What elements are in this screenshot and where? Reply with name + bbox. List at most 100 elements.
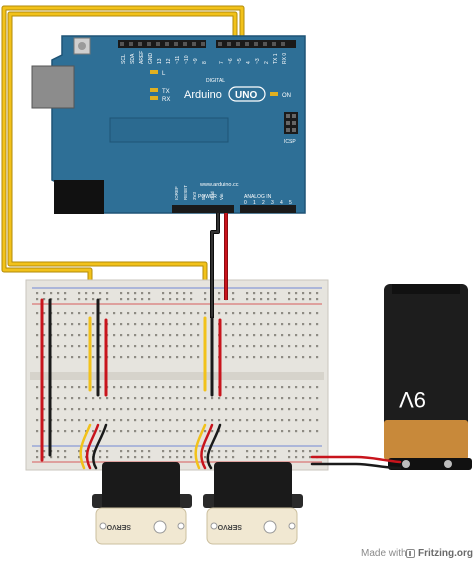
terminal-hole-476: [64, 356, 67, 359]
terminal-hole-169: [134, 386, 137, 389]
terminal-hole-380: [302, 334, 305, 337]
terminal-hole-500: [148, 356, 151, 359]
terminal-hole-312: [64, 334, 67, 337]
terminal-hole-437: [211, 419, 214, 422]
terminal-hole-325: [106, 408, 109, 411]
icsp-label: ICSP: [284, 139, 296, 145]
terminal-hole-339: [155, 408, 158, 411]
terminal-hole-441: [225, 419, 228, 422]
terminal-hole-430: [190, 345, 193, 348]
terminal-hole-201: [246, 386, 249, 389]
rail-hole-104: [316, 450, 319, 453]
terminal-hole-471: [43, 430, 46, 433]
rail-hole-96: [253, 450, 256, 453]
terminal-hole-373: [274, 408, 277, 411]
terminal-hole-392: [57, 345, 60, 348]
terminal-hole-421: [155, 419, 158, 422]
rail-hole-92: [218, 450, 221, 453]
power-pin-2: 3V3: [192, 191, 197, 200]
terminal-hole-172: [148, 312, 151, 315]
terminal-hole-431: [190, 419, 193, 422]
terminal-hole-168: [134, 312, 137, 315]
terminal-hole-315: [71, 408, 74, 411]
terminal-hole-261: [169, 397, 172, 400]
rail-hole-106: [43, 456, 46, 459]
terminal-hole-416: [141, 345, 144, 348]
terminal-hole-165: [120, 386, 123, 389]
rail-hole-41: [85, 298, 88, 301]
terminal-hole-409: [113, 419, 116, 422]
terminal-hole-340: [162, 334, 165, 337]
rail-hole-89: [190, 450, 193, 453]
terminal-hole-206: [267, 312, 270, 315]
terminal-hole-344: [176, 334, 179, 337]
rail-hole-47: [134, 298, 137, 301]
rail-hole-113: [99, 456, 102, 459]
rail-hole-115: [120, 456, 123, 459]
terminal-hole-162: [113, 312, 116, 315]
terminal-hole-146: [57, 312, 60, 315]
terminal-hole-405: [99, 419, 102, 422]
terminal-hole-370: [267, 334, 270, 337]
header-label-left-0: SCL: [121, 54, 127, 64]
rail-hole-66: [295, 298, 298, 301]
terminal-hole-454: [274, 345, 277, 348]
terminal-hole-204: [260, 312, 263, 315]
rail-hole-45: [120, 298, 123, 301]
terminal-hole-481: [78, 430, 81, 433]
battery-wires: [310, 455, 402, 470]
rail-hole-42: [92, 298, 95, 301]
terminal-hole-258: [162, 323, 165, 326]
analog-header: [240, 205, 296, 213]
rail-hole-78: [99, 450, 102, 453]
rail-hole-28: [267, 292, 270, 295]
terminal-hole-314: [71, 334, 74, 337]
terminal-hole-230: [64, 323, 67, 326]
terminal-hole-224: [43, 323, 46, 326]
terminal-hole-158: [99, 312, 102, 315]
analog-pin-2: 2: [262, 200, 265, 206]
terminal-hole-321: [92, 408, 95, 411]
terminal-hole-164: [120, 312, 123, 315]
terminal-hole-524: [232, 356, 235, 359]
terminal-hole-280: [239, 323, 242, 326]
terminal-hole-477: [64, 430, 67, 433]
terminal-hole-174: [155, 312, 158, 315]
uno-badge: [228, 86, 266, 102]
terminal-hole-327: [113, 408, 116, 411]
terminal-hole-452: [267, 345, 270, 348]
terminal-hole-147: [57, 386, 60, 389]
terminal-hole-397: [71, 419, 74, 422]
terminal-hole-196: [232, 312, 235, 315]
terminal-hole-427: [176, 419, 179, 422]
terminal-hole-530: [253, 356, 256, 359]
rail-hole-18: [183, 292, 186, 295]
terminal-hole-490: [113, 356, 116, 359]
analog-pin-0: 0: [244, 200, 247, 206]
arduino-url: www.arduino.cc: [199, 182, 239, 188]
terminal-hole-287: [260, 397, 263, 400]
terminal-hole-396: [71, 345, 74, 348]
terminal-hole-185: [190, 386, 193, 389]
header-label-left-4: 13: [157, 58, 163, 64]
rail-hole-25: [246, 292, 249, 295]
rail-hole-126: [211, 456, 214, 459]
terminal-hole-239: [92, 397, 95, 400]
rail-hole-124: [190, 456, 193, 459]
terminal-hole-423: [162, 419, 165, 422]
rail-hole-127: [218, 456, 221, 459]
terminal-hole-440: [225, 345, 228, 348]
terminal-hole-255: [148, 397, 151, 400]
footer-brand[interactable]: Fritzing.org: [418, 548, 473, 559]
terminal-hole-179: [169, 386, 172, 389]
rail-hole-120: [162, 456, 165, 459]
rail-hole-131: [253, 456, 256, 459]
terminal-hole-461: [295, 419, 298, 422]
rail-hole-90: [204, 450, 207, 453]
rail-hole-119: [148, 456, 151, 459]
terminal-hole-182: [183, 312, 186, 315]
terminal-hole-216: [302, 312, 305, 315]
rail-hole-75: [78, 450, 81, 453]
terminal-hole-215: [295, 386, 298, 389]
